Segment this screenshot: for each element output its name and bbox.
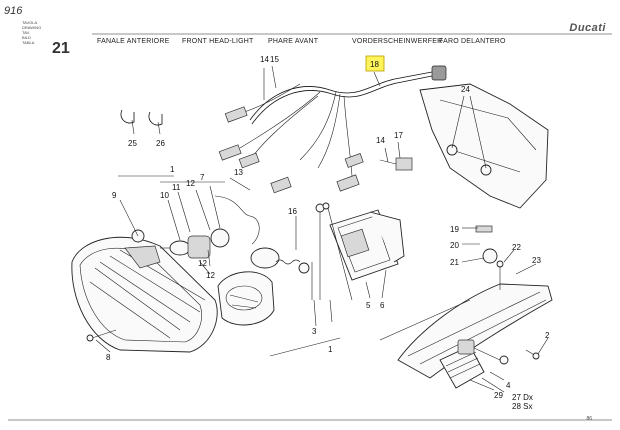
callout-12-extra: 12	[206, 271, 215, 280]
callout-1-top: 1	[170, 165, 175, 174]
tav-label-5: TABLA	[22, 40, 35, 45]
callout-14-top: 14	[260, 55, 269, 64]
cable-13	[214, 195, 260, 245]
bolts	[311, 202, 353, 301]
group-bracket-1	[269, 337, 341, 357]
table-number: 21	[52, 40, 70, 57]
callout-3: 3	[312, 327, 317, 336]
callout-5: 5	[366, 301, 371, 310]
title-german: VORDERSCHEINWERFER	[352, 38, 443, 45]
callout-28: 28 Sx	[512, 402, 532, 411]
callout-15: 15	[270, 55, 279, 64]
title-italian: FANALE ANTERIORE	[97, 38, 170, 45]
title-english: FRONT HEAD-LIGHT	[182, 38, 254, 45]
callout-25: 25	[128, 139, 137, 148]
callout-27: 27 Dx	[512, 393, 533, 402]
tav-label-2: DRAWING	[22, 25, 42, 30]
callout-19: 19	[450, 225, 459, 234]
callout-29: 29	[494, 391, 503, 400]
callout-13: 13	[234, 168, 243, 177]
callout-10: 10	[160, 191, 169, 200]
callout-12-lower: 12	[198, 259, 207, 268]
small-fasteners	[86, 260, 540, 360]
callout-9: 9	[112, 191, 117, 200]
tav-label-3: TAV.	[22, 30, 30, 35]
tav-label-4: BILD	[22, 35, 31, 40]
brand-logo: Ducati	[569, 22, 606, 34]
reflector-ring	[250, 247, 310, 274]
callout-16: 16	[288, 207, 297, 216]
callout-22: 22	[512, 243, 521, 252]
bulb-socket-group	[131, 228, 230, 259]
fairing-bracket	[379, 83, 549, 209]
callout-17: 17	[394, 131, 403, 140]
callout-6: 6	[380, 301, 385, 310]
headlight-assembly	[71, 236, 218, 353]
callout-23: 23	[532, 256, 541, 265]
lens-frame	[329, 209, 405, 281]
callout-24: 24	[461, 85, 470, 94]
callout-7: 7	[200, 173, 205, 182]
title-spanish: FARO DELANTERO	[439, 38, 506, 45]
rear-cover	[217, 271, 275, 326]
tav-label-1: TAVOLA	[22, 20, 38, 25]
callout-21: 21	[450, 258, 459, 267]
callout-1-bottom: 1	[328, 345, 333, 354]
lower-bracket	[397, 225, 553, 379]
model-number: 916	[4, 5, 23, 17]
callout-4: 4	[506, 381, 511, 390]
callout-8: 8	[106, 353, 111, 362]
turn-indicator	[439, 339, 509, 389]
callout-11: 11	[172, 183, 181, 192]
wiring-harness	[218, 65, 447, 194]
title-french: PHARE AVANT	[268, 38, 319, 45]
leader-lines	[95, 65, 549, 393]
callout-18-highlight	[365, 55, 385, 72]
clips	[120, 109, 163, 126]
callout-20: 20	[450, 241, 459, 250]
callout-26: 26	[156, 139, 165, 148]
callout-12-top: 12	[186, 179, 195, 188]
page-number: 86	[586, 416, 592, 422]
callout-14-mid: 14	[376, 136, 385, 145]
callout-18: 18	[370, 60, 379, 69]
callout-2: 2	[545, 331, 550, 340]
